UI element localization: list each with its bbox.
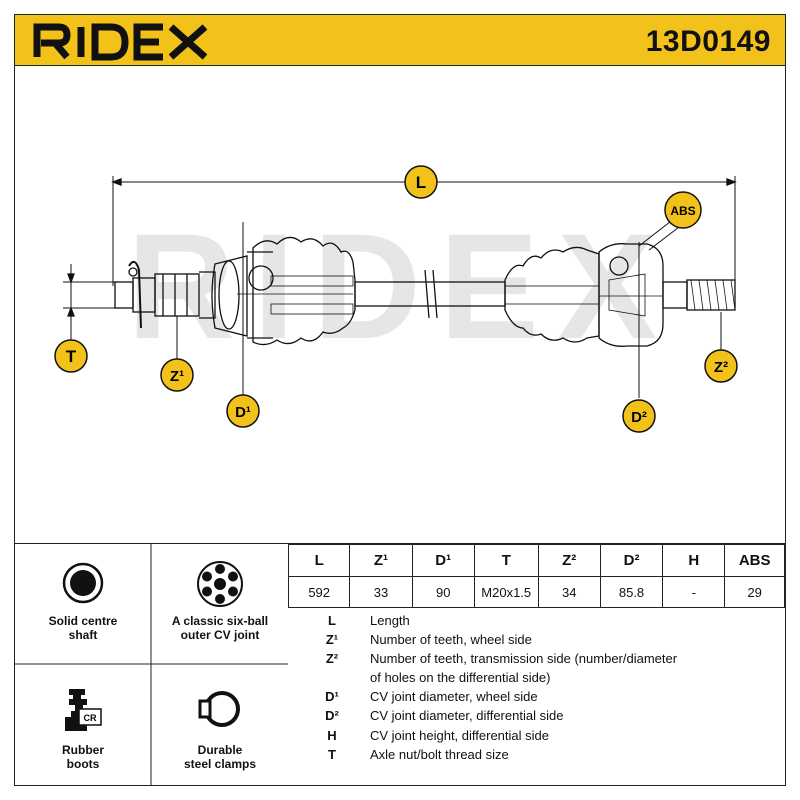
label-Z2-marker: Z² bbox=[704, 349, 738, 383]
feature-six-ball-joint: A classic six-ball outer CV joint bbox=[152, 544, 288, 664]
label-D1-marker: D¹ bbox=[226, 394, 260, 428]
label-Z1: Z¹ bbox=[170, 368, 184, 385]
spec-value: 29 bbox=[724, 576, 785, 608]
technical-drawing-frame: RIDEX bbox=[14, 66, 786, 544]
solid-shaft-icon bbox=[62, 562, 104, 604]
spec-value: - bbox=[662, 576, 726, 608]
specifications-panel: Solid centre shaft A classic six-ball ou… bbox=[14, 543, 786, 786]
steel-clamp-icon bbox=[198, 691, 240, 727]
header-bar: 13D0149 bbox=[14, 14, 786, 66]
spec-value: 592 bbox=[287, 576, 351, 608]
label-T-marker: T bbox=[54, 339, 88, 373]
legend-description: Number of teeth, transmission side (numb… bbox=[370, 651, 678, 666]
legend-key: D¹ bbox=[325, 689, 339, 704]
legend-key: L bbox=[328, 613, 336, 628]
legend-description: CV joint height, differential side bbox=[370, 728, 549, 743]
spec-header: ABS bbox=[724, 544, 785, 577]
feature-solid-shaft: Solid centre shaft bbox=[15, 544, 151, 664]
spec-header: D² bbox=[599, 544, 664, 577]
spec-value: 33 bbox=[349, 576, 413, 608]
legend-key: Z² bbox=[325, 651, 339, 666]
spec-header: D¹ bbox=[411, 544, 475, 577]
spec-table-value-row: 592 33 90 M20x1.5 34 85.8 - 29 bbox=[287, 576, 785, 608]
spec-header: H bbox=[662, 544, 726, 577]
spec-header: Z¹ bbox=[349, 544, 413, 577]
legend-key: T bbox=[328, 747, 336, 762]
six-ball-joint-icon bbox=[197, 561, 243, 607]
legend-description: CV joint diameter, differential side bbox=[370, 708, 564, 723]
legend-description: of holes on the differential side) bbox=[370, 670, 551, 685]
label-D2-marker: D² bbox=[622, 399, 656, 433]
spec-header: Z² bbox=[537, 544, 601, 577]
drive-shaft-drawing: RIDEX bbox=[54, 165, 738, 433]
spec-legend: L Length Z¹ Number of teeth, wheel side … bbox=[288, 606, 787, 787]
label-T: T bbox=[66, 347, 77, 366]
feature-label: Durable steel clamps bbox=[183, 743, 257, 771]
feature-grid bbox=[15, 544, 288, 785]
label-L: L bbox=[416, 173, 426, 192]
legend-key: H bbox=[327, 728, 337, 743]
article-number: 13D0149 bbox=[645, 25, 771, 58]
label-D2: D² bbox=[631, 409, 647, 426]
feature-label: A classic six-ball outer CV joint bbox=[171, 614, 269, 642]
spec-value: 85.8 bbox=[599, 576, 664, 608]
legend-description: CV joint diameter, wheel side bbox=[370, 689, 538, 704]
spec-header: T bbox=[473, 544, 539, 577]
rubber-boot-icon: CR bbox=[65, 689, 102, 731]
feature-label: Rubber boots bbox=[62, 743, 104, 771]
label-abs: ABS bbox=[670, 204, 695, 218]
label-L-marker: L bbox=[404, 165, 438, 199]
spec-value: 34 bbox=[537, 576, 601, 608]
rubber-boot-icon-text: CR bbox=[84, 713, 97, 723]
spec-table: L Z¹ D¹ T Z² D² H ABS 592 33 90 M20x1.5 … bbox=[287, 544, 785, 608]
spec-value: M20x1.5 bbox=[473, 576, 539, 608]
spec-table-header-row: L Z¹ D¹ T Z² D² H ABS bbox=[287, 544, 785, 577]
feature-label: Solid centre shaft bbox=[48, 614, 118, 642]
legend-description: Length bbox=[370, 613, 410, 628]
spec-header: L bbox=[287, 544, 351, 577]
label-abs-marker: ABS bbox=[664, 191, 702, 229]
legend-description: Number of teeth, wheel side bbox=[370, 632, 532, 647]
spec-value: 90 bbox=[411, 576, 475, 608]
label-D1: D¹ bbox=[235, 404, 251, 421]
label-Z2: Z² bbox=[714, 359, 728, 376]
legend-description: Axle nut/bolt thread size bbox=[370, 747, 509, 762]
feature-rubber-boots: CR Rubber boots bbox=[15, 665, 151, 785]
legend-key: D² bbox=[325, 708, 339, 723]
ridex-logo bbox=[33, 23, 208, 61]
feature-steel-clamps: Durable steel clamps bbox=[152, 665, 288, 785]
label-Z1-marker: Z¹ bbox=[160, 358, 194, 392]
legend-key: Z¹ bbox=[325, 632, 339, 647]
